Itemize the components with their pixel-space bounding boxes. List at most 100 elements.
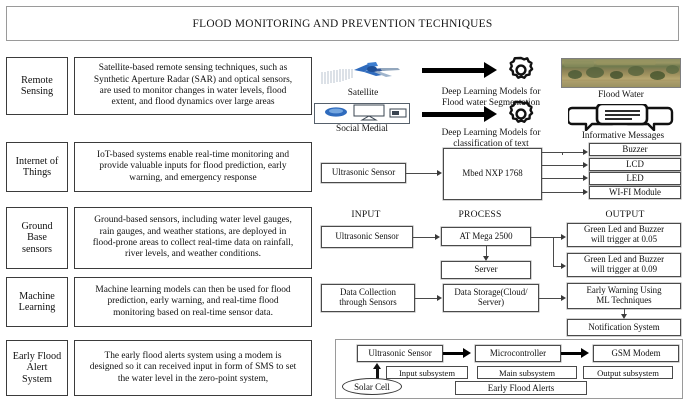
- node-line: Early Warning Using: [586, 285, 662, 296]
- category-line: Learning: [18, 302, 56, 313]
- description-line: extent, and flood dynamics over large ar…: [111, 97, 275, 108]
- alert-sensor-node: Ultrasonic Sensor: [357, 345, 443, 362]
- arrow-head-icon: [561, 295, 566, 301]
- description-line: IoT-based systems enable real-time monit…: [96, 150, 290, 161]
- description-line: Synthetic Aperture Radar (SAR) and optic…: [93, 74, 293, 85]
- description-line: provide valuable inputs for flood predic…: [99, 161, 287, 172]
- node-line: Data Storage(Cloud/: [454, 287, 528, 298]
- description-cell-ground-base-sensors: Ground-based sensors, including water le…: [74, 207, 312, 269]
- category-line: Internet of: [15, 155, 59, 167]
- gear-icon: [506, 100, 536, 128]
- connector-line: [486, 246, 487, 257]
- caption-line: Deep Learning Models for: [441, 87, 541, 97]
- connector-line: [542, 178, 583, 179]
- ground-process-node: AT Mega 2500: [441, 227, 531, 246]
- description-line: warning, and emergency response: [129, 172, 257, 183]
- description-line: designed so it can received input in for…: [89, 362, 297, 373]
- description-line: rain gauges, and weather stations, are d…: [99, 226, 287, 237]
- connector-line: [531, 237, 553, 238]
- alert-early-flood-alerts-label: Early Flood Alerts: [455, 381, 587, 395]
- category-line: System: [21, 373, 52, 385]
- node-line: Server): [477, 297, 505, 307]
- ground-header-output: OUTPUT: [605, 209, 645, 220]
- connector-line: [415, 298, 437, 299]
- arrow-head-icon: [437, 295, 442, 301]
- description-line: flood-prone areas to collect real-time d…: [92, 238, 294, 248]
- deep-learning-segmentation-caption: Deep Learning Models for Flood water Seg…: [416, 87, 566, 108]
- arrow-head-icon: [435, 234, 440, 240]
- arrow-head-icon: [621, 314, 627, 319]
- category-line: Base: [27, 232, 47, 244]
- description-cell-internet-of-things: IoT-based systems enable real-time monit…: [74, 142, 312, 192]
- iot-process-node: Mbed NXP 1768: [443, 148, 542, 200]
- description-line: Ground-based sensors, including water le…: [94, 215, 292, 226]
- description-line: The early flood alerts system using a mo…: [104, 351, 282, 362]
- connector-line: [539, 298, 561, 299]
- gear-icon: [506, 56, 536, 84]
- iot-output-led: LED: [589, 172, 681, 185]
- ml-data-storage-node: Data Storage(Cloud/ Server): [443, 284, 539, 312]
- arrow-head-icon: [583, 149, 588, 155]
- category-line: Remote: [21, 74, 53, 86]
- node-line: Data Collection: [340, 287, 396, 298]
- category-cell-machine-learning: Machine Learning: [6, 277, 68, 327]
- arrow-head-icon: [561, 234, 566, 240]
- iot-output-lcd: LCD: [589, 158, 681, 171]
- ground-server-node: Server: [441, 261, 531, 279]
- caption-line: Flood water Segmentation: [441, 97, 541, 108]
- node-line: ML Techniques: [596, 295, 652, 305]
- node-line: through Sensors: [339, 297, 397, 307]
- iot-input-node: Ultrasonic Sensor: [321, 163, 406, 183]
- category-line: Ground: [21, 220, 53, 232]
- arrow-head-icon: [583, 175, 588, 181]
- ground-header-process: PROCESS: [458, 209, 502, 220]
- category-cell-ground-base-sensors: Ground Base sensors: [6, 207, 68, 269]
- alert-input-subsystem-label: Input subsystem: [386, 366, 468, 379]
- ground-header-input: INPUT: [351, 209, 381, 220]
- alert-arrow-2: [561, 348, 591, 358]
- flood-water-photo: [561, 58, 681, 88]
- output-line: will trigger at 0.05: [590, 234, 658, 244]
- deep-learning-arrow-classification: [422, 106, 532, 122]
- alert-main-subsystem-label: Main subsystem: [477, 366, 577, 379]
- description-cell-machine-learning: Machine learning models can then be used…: [74, 277, 312, 327]
- deep-learning-classification-caption: Deep Learning Models for classification …: [416, 128, 566, 149]
- iot-output-wifi-module: WI-FI Module: [589, 186, 681, 199]
- output-line: will trigger at 0.09: [590, 264, 658, 274]
- arrow-head-icon: [583, 162, 588, 168]
- category-line: Machine: [19, 290, 55, 302]
- description-cell-early-flood-alert-system: The early flood alerts system using a mo…: [74, 340, 312, 396]
- category-line: sensors: [22, 243, 52, 255]
- ml-notification-node: Notification System: [567, 319, 681, 336]
- category-line: Sensing: [20, 86, 54, 97]
- description-line: prediction, early warning, and real-time…: [107, 296, 279, 307]
- connector-line: [413, 237, 435, 238]
- deep-learning-arrow-segmentation: [422, 62, 532, 78]
- satellite-icon: [320, 60, 406, 86]
- connector-line: [553, 266, 561, 267]
- informative-messages-icon: [566, 102, 676, 132]
- ml-data-collection-node: Data Collection through Sensors: [321, 284, 415, 312]
- solar-connector: [373, 363, 381, 379]
- page-title: FLOOD MONITORING AND PREVENTION TECHNIQU…: [192, 17, 493, 30]
- category-cell-internet-of-things: Internet of Things: [6, 142, 68, 192]
- connector-line: [542, 192, 583, 193]
- page-title-bar: FLOOD MONITORING AND PREVENTION TECHNIQU…: [6, 6, 679, 41]
- flood-water-caption: Flood Water: [598, 90, 644, 100]
- description-line: Satellite-based remote sensing technique…: [98, 63, 288, 74]
- arrow-head-icon: [483, 256, 489, 261]
- connector-line: [553, 237, 554, 266]
- description-line: river levels, and weather conditions.: [125, 249, 261, 260]
- description-cell-remote-sensing: Satellite-based remote sensing technique…: [74, 57, 312, 115]
- connector-line: [553, 237, 561, 238]
- caption-line: Deep Learning Models for: [441, 128, 541, 138]
- output-line: Green Led and Buzzer: [583, 254, 665, 265]
- arrow-head-icon: [583, 189, 588, 195]
- connector-line: [542, 165, 583, 166]
- alert-arrow-1: [443, 348, 473, 358]
- connector-line: [624, 309, 625, 315]
- informative-messages-caption: Informative Messages: [581, 131, 665, 141]
- category-cell-early-flood-alert-system: Early Flood Alert System: [6, 340, 68, 396]
- description-line: are used to monitor changes in water lev…: [99, 86, 287, 96]
